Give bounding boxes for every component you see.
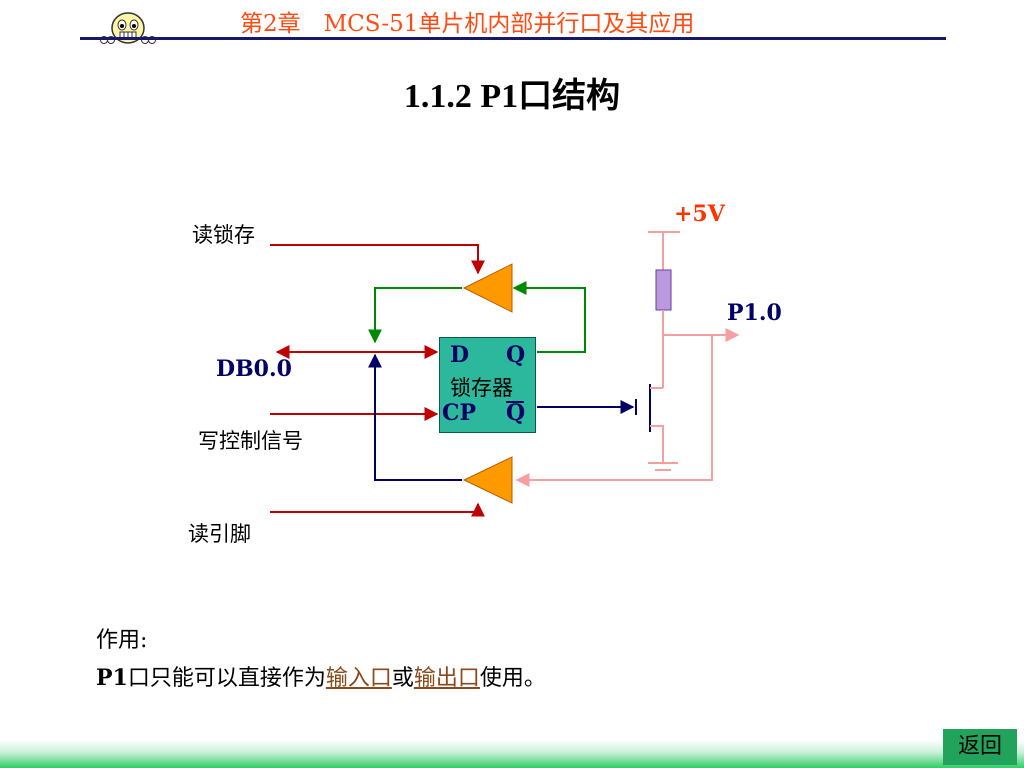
pin-read-wire — [515, 335, 713, 487]
q-feedback-wire — [512, 281, 586, 353]
function-heading: 作用: — [96, 628, 148, 653]
latch-read-buffer — [462, 263, 513, 313]
read-pin-label: 读引脚 — [188, 522, 251, 546]
pin-buffer-output-wire — [368, 353, 462, 481]
pullup-resistor — [655, 269, 672, 311]
fet-source — [650, 425, 664, 462]
write-control-label: 写控制信号 — [198, 429, 303, 453]
pin-label: P1.0 — [727, 300, 782, 326]
qbar-overline — [506, 401, 524, 403]
slide-title: 1.1.2 P1口结构 — [403, 78, 621, 115]
latch-qbar-output: Q — [506, 400, 526, 426]
output-port-link[interactable]: 输出口 — [413, 666, 480, 691]
chapter-title: 第2章 MCS-51单片机内部并行口及其应用 — [240, 11, 695, 37]
latch-q-output: Q — [506, 342, 526, 368]
vcc-label: +5V — [674, 201, 725, 227]
data-bus-label: DB0.0 — [216, 356, 292, 382]
usage-or: 或 — [391, 666, 414, 691]
latch-buffer-output-wire — [368, 287, 462, 344]
pin-read-buffer — [462, 456, 513, 504]
read-latch-label: 读锁存 — [192, 223, 255, 247]
back-button[interactable]: 返回 — [943, 729, 1017, 765]
latch-label: 锁存器 — [450, 376, 513, 400]
usage-prefix-bold: P1 — [96, 665, 128, 691]
read-latch-wire — [270, 244, 485, 275]
usage-description: P1口只能可以直接作为输入口或输出口使用。 — [96, 660, 546, 692]
latch-block: D Q 锁存器 CP Q — [439, 337, 536, 433]
header-rule — [80, 37, 946, 40]
usage-prefix: 口只能可以直接作为 — [127, 666, 326, 691]
usage-suffix: 使用。 — [479, 666, 546, 691]
latch-d-input: D — [450, 342, 470, 368]
footer-band — [0, 740, 1024, 768]
latch-cp-input: CP — [442, 400, 477, 426]
read-pin-wire — [270, 502, 485, 517]
input-port-link[interactable]: 输入口 — [325, 666, 392, 691]
